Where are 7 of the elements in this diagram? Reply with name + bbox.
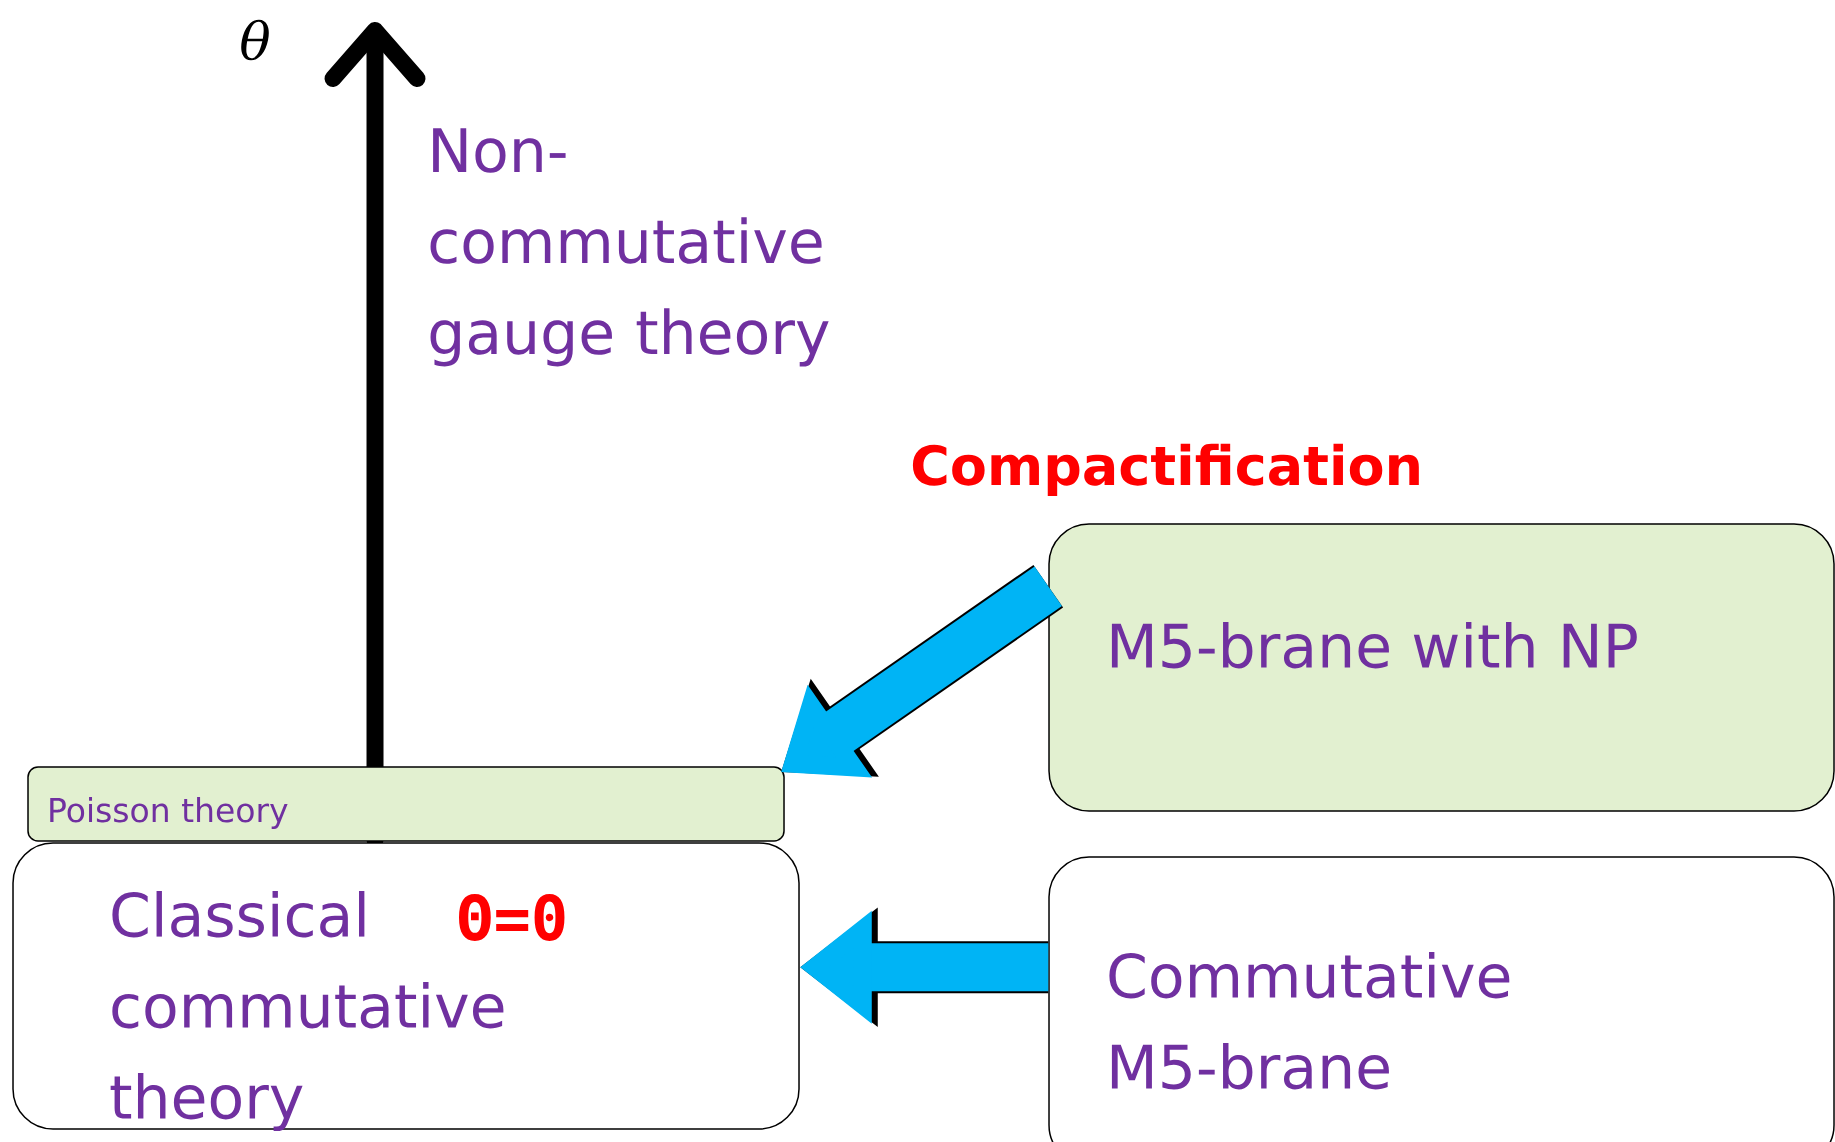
- process-box: Classical commutative theory Θ=0: [12, 842, 800, 1132]
- theory-band: Poisson theory: [27, 766, 785, 842]
- heading: Compactification: [912, 443, 1419, 497]
- axis-label: θ: [241, 19, 269, 61]
- heading: Non- commutative gauge theory: [430, 128, 829, 367]
- process-box: Commutative M5-brane: [1048, 856, 1835, 1142]
- process-box: M5-brane with NP: [1048, 523, 1835, 812]
